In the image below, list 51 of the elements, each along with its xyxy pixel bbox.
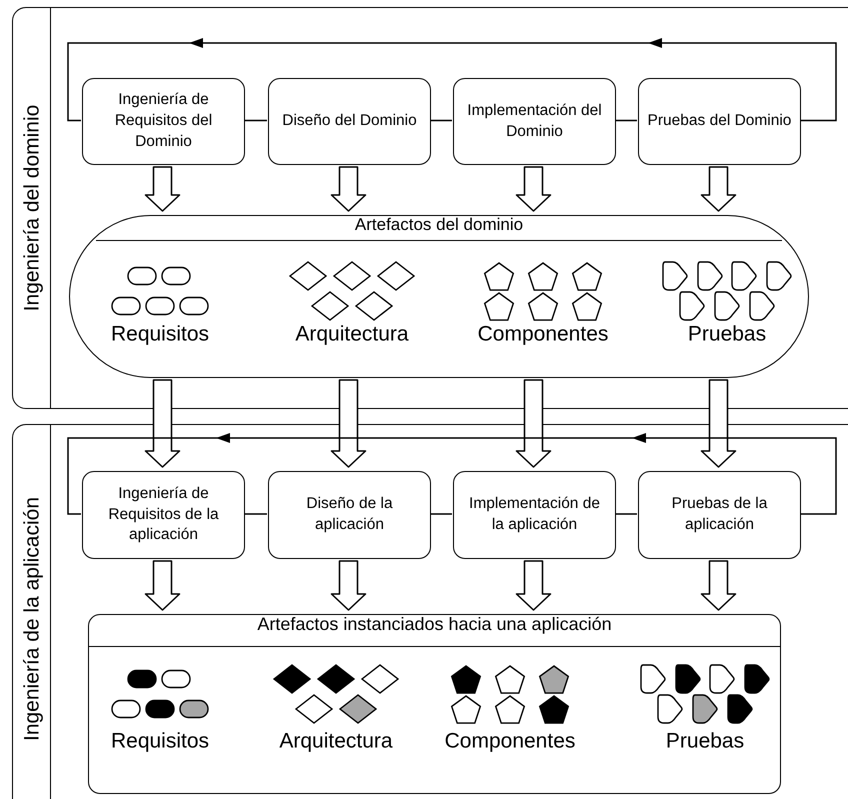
process-box xyxy=(268,78,431,165)
block-arrow xyxy=(700,166,736,212)
connector-line xyxy=(244,513,267,515)
block-arrow xyxy=(330,560,366,611)
block-arrow xyxy=(516,560,552,611)
artifact-label: Requisitos xyxy=(110,729,210,753)
swimlane xyxy=(12,424,848,799)
connector-line xyxy=(615,120,637,122)
container-heading: Artefactos instanciados hacia una aplicación xyxy=(257,614,612,634)
process-label: Implementación de la aplicación xyxy=(468,494,601,535)
connector-line xyxy=(430,120,452,122)
artifact-label: Pruebas xyxy=(666,729,744,753)
process-box xyxy=(453,471,616,559)
feedback-arrow xyxy=(67,38,837,122)
block-arrow xyxy=(700,560,736,611)
process-label: Diseño del Dominio xyxy=(282,111,417,132)
process-box xyxy=(82,471,245,559)
artifact-label: Arquitectura xyxy=(295,322,409,346)
artifact-label: Componentes xyxy=(444,729,576,753)
process-label: Pruebas del Dominio xyxy=(648,111,792,132)
process-label: Diseño de la aplicación xyxy=(305,494,394,535)
container-heading: Artefactos del dominio xyxy=(354,215,524,234)
artifact-label: Arquitectura xyxy=(279,729,393,753)
process-box xyxy=(82,78,245,165)
feedback-arrow xyxy=(67,433,837,515)
process-label: Pruebas de la aplicación xyxy=(670,494,768,535)
block-arrow xyxy=(144,560,180,611)
process-label: Ingeniería de Requisitos del Dominio xyxy=(114,90,214,152)
block-arrow xyxy=(330,379,366,468)
lane-title: Ingeniería del dominio xyxy=(20,104,44,312)
block-arrow xyxy=(144,166,180,212)
connector-line xyxy=(615,513,637,515)
process-label: Ingeniería de Requisitos de la aplicación xyxy=(107,484,220,546)
process-box xyxy=(638,471,801,559)
block-arrow xyxy=(144,379,180,468)
connector-line xyxy=(244,120,267,122)
artifact-label: Componentes xyxy=(478,322,608,346)
artifact-box xyxy=(88,614,781,794)
block-arrow xyxy=(330,166,366,212)
artifact-label: Pruebas xyxy=(688,322,766,346)
artifact-label: Requisitos xyxy=(110,322,210,346)
lane-title: Ingeniería de la aplicación xyxy=(20,497,44,741)
process-box xyxy=(268,471,431,559)
connector-line xyxy=(430,513,452,515)
process-label: Implementación del Dominio xyxy=(466,100,603,142)
block-arrow xyxy=(700,379,736,468)
process-box xyxy=(638,78,801,165)
swimlane xyxy=(12,7,848,409)
block-arrow xyxy=(516,379,552,468)
block-arrow xyxy=(516,166,552,212)
process-box xyxy=(453,78,616,165)
